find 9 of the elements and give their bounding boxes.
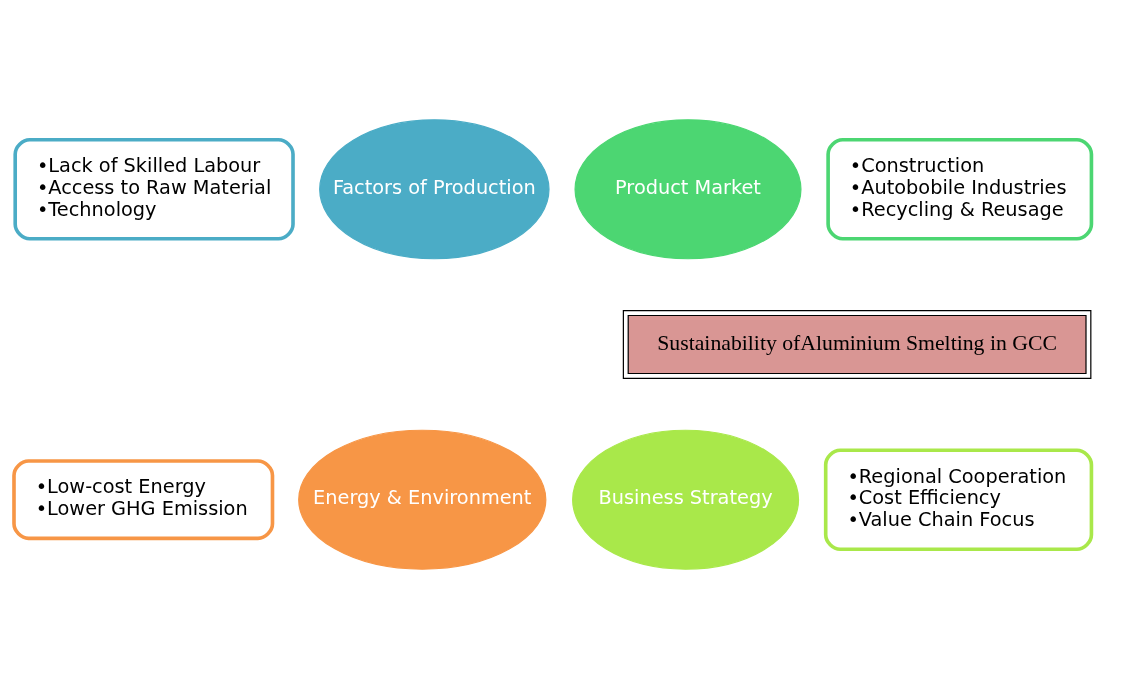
- node-box: •Lack of Skilled Labour •Access to Raw Material •Technology: [13, 137, 295, 241]
- node-ellipse: Business Strategy: [572, 429, 800, 570]
- node-box: •Construction •Autobobile Industries •Recycling & Reusage: [826, 137, 1094, 241]
- node-box: •Low-cost Energy •Lower GHG Emission: [12, 458, 275, 540]
- node-box: •Regional Cooperation •Cost Efficiency •Value Chain Focus: [823, 447, 1094, 551]
- node-box: Sustainability ofAluminium Smelting in GCC: [622, 309, 1092, 379]
- node-ellipse: Energy & Environment: [298, 429, 547, 570]
- node-ellipse: Factors of Production: [319, 118, 550, 259]
- node-ellipse: Product Market: [574, 118, 802, 259]
